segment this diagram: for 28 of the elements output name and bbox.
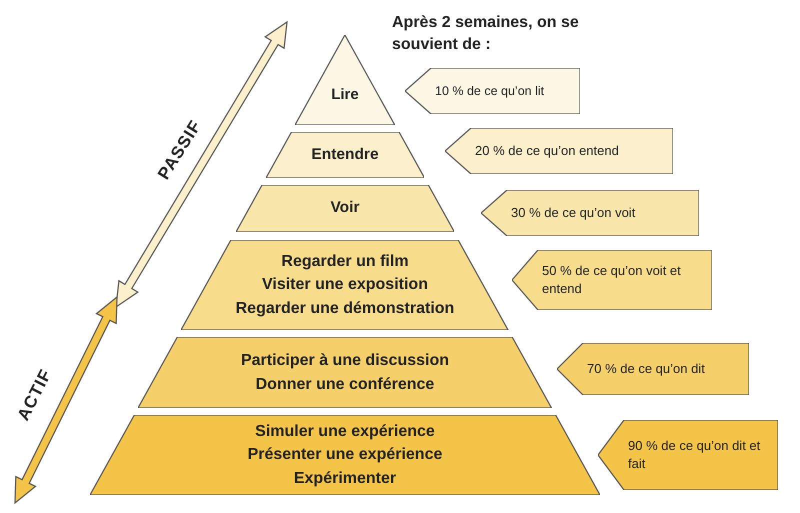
tag-text: 10 % de ce qu’on lit: [435, 82, 544, 100]
level-text: Regarder une démonstration: [236, 298, 454, 319]
pyramid-level: [138, 337, 552, 408]
pyramid-level: [236, 185, 454, 232]
tag-text: 30 % de ce qu’on voit: [511, 204, 636, 222]
level-text: Présenter une expérience: [248, 445, 442, 466]
level-text: Donner une conférence: [256, 374, 434, 394]
level-text: Regarder un film: [281, 252, 409, 272]
level-text: Entendre: [311, 144, 379, 165]
level-text: Expérimenter: [294, 468, 396, 489]
pyramid-level: [181, 240, 509, 330]
pyramid-level: [266, 132, 424, 178]
tag-text: 20 % de ce qu’on entend: [475, 142, 619, 160]
percentage-tag: [445, 128, 673, 174]
level-text: Lire: [331, 85, 359, 106]
level-text: Participer à une discussion: [240, 351, 450, 372]
tag-text: 70 % de ce qu’on dit: [587, 360, 705, 378]
title: Après 2 semaines, on se souvient de :: [392, 13, 580, 55]
tag-text: 50 % de ce qu’on voit et entend: [542, 262, 682, 298]
percentage-tag: [405, 68, 580, 114]
percentage-tag: [481, 190, 699, 236]
tag-text: 90 % de ce qu’on dit et fait: [628, 437, 762, 473]
level-text: Visiter une exposition: [262, 275, 428, 296]
level-text: Voir: [330, 198, 360, 218]
level-text: Simuler une expérience: [255, 422, 435, 442]
percentage-tag: [598, 420, 778, 490]
percentage-tag: [512, 250, 712, 310]
percentage-tag: [557, 343, 749, 395]
